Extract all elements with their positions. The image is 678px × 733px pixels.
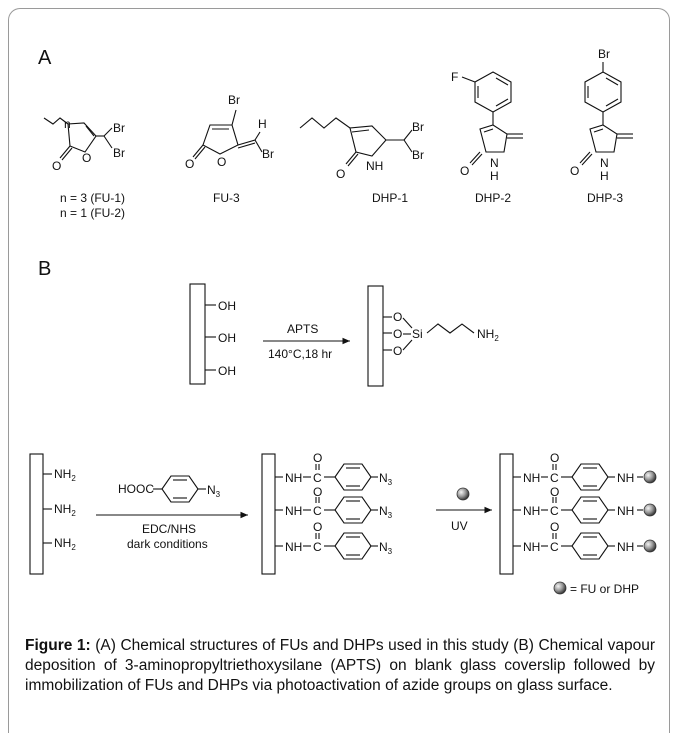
- product-row3-c: C: [550, 540, 559, 554]
- dhp2-h: H: [490, 169, 499, 183]
- dhp3-h: H: [600, 169, 609, 183]
- dhp2-o-carbonyl: O: [460, 164, 469, 178]
- product-row3-nh: NH: [523, 540, 540, 554]
- step2-hooc: HOOC: [118, 482, 154, 496]
- step1-reagent: APTS: [287, 322, 318, 336]
- azide-row3-o: O: [313, 520, 322, 534]
- dhp1-br1: Br: [412, 120, 424, 134]
- step1-glass-oh: OH OH OH: [189, 283, 236, 385]
- product-row1-nh2: NH: [617, 471, 634, 485]
- product-row3-nh2: NH: [617, 540, 634, 554]
- chemistry-diagram: A n Br Br O O n = 3 (FU-1) n = 1 (FU-2): [29, 47, 657, 596]
- azide-row2-n3: N3: [379, 504, 393, 520]
- azide-row3-n3: N3: [379, 540, 393, 556]
- dhp2-structure: F O N H DHP-2: [451, 70, 523, 205]
- product-row2-nh2: NH: [617, 504, 634, 518]
- dhp3-n: N: [600, 156, 609, 170]
- product-row2-nh: NH: [523, 504, 540, 518]
- product-row1-nh: NH: [523, 471, 540, 485]
- fu3-br-side: Br: [262, 147, 274, 161]
- figure-caption: Figure 1: (A) Chemical structures of FUs…: [25, 636, 655, 696]
- step2-reagent-n3: N3: [207, 483, 221, 499]
- dhp2-f: F: [451, 70, 458, 84]
- panel-b-label: B: [38, 258, 51, 280]
- azide-row1-n3: N3: [379, 471, 393, 487]
- dhp3-o-carbonyl: O: [570, 164, 579, 178]
- dhp2-caption: DHP-2: [475, 191, 511, 205]
- step2-nh2-1: NH2: [54, 467, 76, 483]
- fu12-o-ring: O: [82, 151, 91, 165]
- uv-ball-icon: [456, 487, 470, 501]
- step1-o-3: O: [393, 344, 402, 358]
- uv-label: UV: [451, 519, 468, 533]
- step2-nh2-2: NH2: [54, 502, 76, 518]
- step2-glass-azide: NH C O N3 NH C O: [261, 451, 393, 575]
- azide-row2-o: O: [313, 485, 322, 499]
- product-row3-ball-icon: [643, 539, 657, 553]
- product-row1-c: C: [550, 471, 559, 485]
- product-row1-ball-icon: [643, 470, 657, 484]
- legend-ball-icon: [553, 581, 567, 595]
- step1-oh-3: OH: [218, 364, 236, 378]
- step1-oh-2: OH: [218, 331, 236, 345]
- step2-nh2-3: NH2: [54, 536, 76, 552]
- product-row2-o: O: [550, 485, 559, 499]
- azide-row2-nh: NH: [285, 504, 302, 518]
- step1-nh2: NH2: [477, 327, 499, 343]
- fu3-o-carbonyl: O: [185, 157, 194, 171]
- fu12-caption-2: n = 1 (FU-2): [60, 206, 125, 220]
- fu12-o-carbonyl: O: [52, 159, 61, 173]
- panel-a-label: A: [38, 47, 52, 69]
- product-row2-ball-icon: [643, 503, 657, 517]
- fu3-caption: FU-3: [213, 191, 240, 205]
- step2-reagent: HOOC N3: [118, 475, 221, 503]
- dhp1-br2: Br: [412, 148, 424, 162]
- caption-bold: Figure 1:: [25, 637, 91, 654]
- caption-text: (A) Chemical structures of FUs and DHPs …: [25, 637, 655, 694]
- step1-oh-1: OH: [218, 299, 236, 313]
- dhp3-structure: Br O N H DHP-3: [570, 47, 633, 205]
- step1-o-1: O: [393, 310, 402, 324]
- azide-row3-c: C: [313, 540, 322, 554]
- step1-o-2: O: [393, 327, 402, 341]
- fu12-br2: Br: [113, 146, 125, 160]
- figure-frame: [8, 8, 670, 733]
- dhp1-nh: NH: [366, 159, 383, 173]
- step1-glass-apts: O O O Si NH2: [367, 285, 499, 387]
- fu3-h: H: [258, 117, 267, 131]
- dhp1-structure: Br Br O NH DHP-1: [299, 117, 424, 205]
- product-row1-o: O: [550, 451, 559, 465]
- product-row3-o: O: [550, 520, 559, 534]
- dhp2-n: N: [490, 156, 499, 170]
- fu12-n-label: n: [64, 117, 71, 131]
- dhp3-br: Br: [598, 47, 610, 61]
- fu12-caption-1: n = 3 (FU-1): [60, 191, 125, 205]
- step1-si: Si: [412, 327, 423, 341]
- azide-row2-c: C: [313, 504, 322, 518]
- dhp1-caption: DHP-1: [372, 191, 408, 205]
- step1-conditions: 140°C,18 hr: [268, 347, 332, 361]
- dhp3-caption: DHP-3: [587, 191, 623, 205]
- step2-cond-1: EDC/NHS: [142, 522, 196, 536]
- fu3-o-ring: O: [217, 155, 226, 169]
- dhp1-o-carbonyl: O: [336, 167, 345, 181]
- fu12-br1: Br: [113, 121, 125, 135]
- fu3-br-top: Br: [228, 93, 240, 107]
- product-row2-c: C: [550, 504, 559, 518]
- azide-row3-nh: NH: [285, 540, 302, 554]
- step2-cond-2: dark conditions: [127, 537, 208, 551]
- azide-row1-c: C: [313, 471, 322, 485]
- fu3-structure: Br H Br O O FU-3: [185, 93, 274, 205]
- legend-label: = FU or DHP: [570, 582, 639, 596]
- step2-glass-amine: NH2 NH2 NH2: [29, 453, 76, 575]
- azide-row1-o: O: [313, 451, 322, 465]
- fu12-structure: n Br Br O O n = 3 (FU-1) n = 1 (FU-2): [43, 117, 125, 220]
- step3-glass-product: NH C O NH NH C: [499, 451, 657, 575]
- azide-row1-nh: NH: [285, 471, 302, 485]
